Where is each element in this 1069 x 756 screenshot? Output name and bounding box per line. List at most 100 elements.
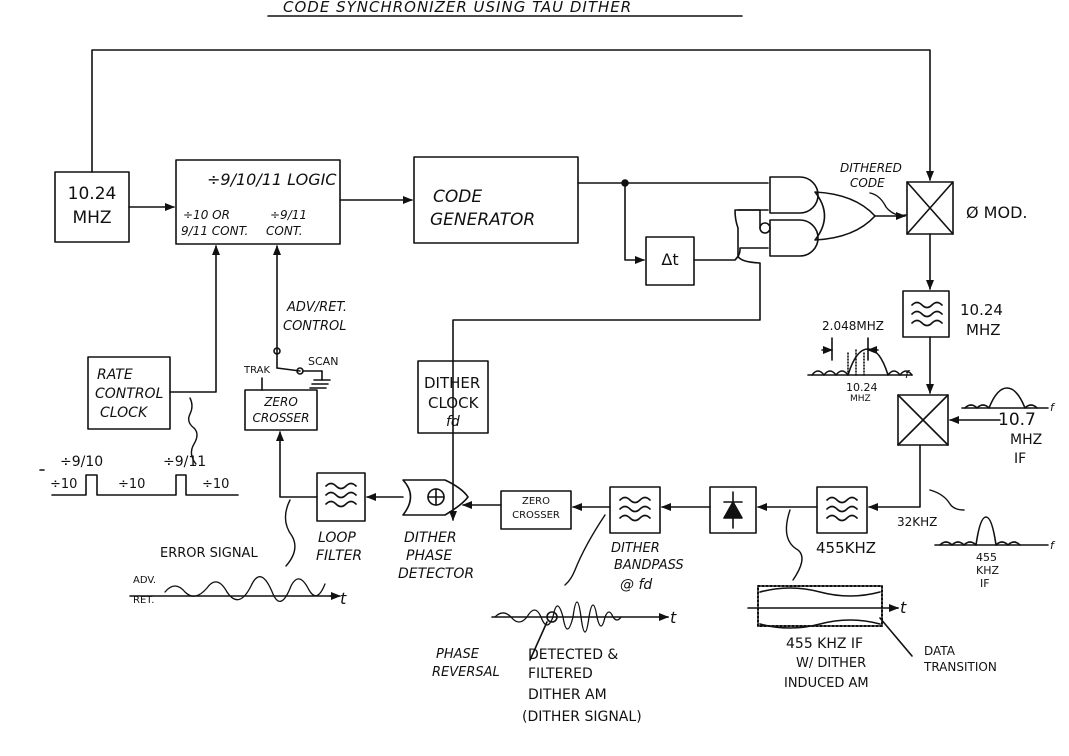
zc1-label-2: CROSSER bbox=[252, 411, 310, 425]
div-10-label-2: ÷10 bbox=[118, 477, 146, 492]
adv-ret-label-2: CONTROL bbox=[283, 319, 347, 334]
and-gate-bottom bbox=[769, 219, 819, 257]
scan-label: SCAN bbox=[308, 355, 339, 368]
detected-label-3: DITHER AM bbox=[528, 687, 607, 703]
dither-clock-label-2: CLOCK bbox=[428, 394, 479, 412]
if-note-label-2: W/ DITHER bbox=[796, 656, 867, 671]
if-waveform bbox=[747, 585, 913, 657]
bpf1-label-1: 10.24 bbox=[960, 301, 1003, 319]
logic-title: ÷9/10/11 LOGIC bbox=[207, 170, 337, 189]
dither-bandpass-block bbox=[609, 486, 661, 534]
spectrum2-label-2: KHZ bbox=[976, 564, 1000, 577]
diagram-title: CODE SYNCHRONIZER USING TAU DITHER bbox=[283, 0, 633, 16]
delay-block bbox=[645, 236, 695, 286]
spectrum-107-sketch bbox=[961, 387, 1049, 409]
error-signal-waveform bbox=[129, 576, 336, 602]
loop-filter-label-2: FILTER bbox=[316, 548, 363, 564]
logic-right-2: CONT. bbox=[266, 224, 303, 238]
inverter-bubble bbox=[759, 222, 771, 234]
or-gate bbox=[814, 191, 876, 241]
phase-modulator-label: Ø MOD. bbox=[966, 203, 1028, 222]
oscillator-block bbox=[54, 171, 130, 243]
spectrum-455-sketch bbox=[934, 516, 1049, 546]
phase-detector-label-1: DITHER bbox=[404, 530, 457, 546]
bandwidth-label: 2.048MHZ bbox=[822, 319, 884, 333]
spectrum1-label-1: 10.24 bbox=[846, 381, 878, 394]
dither-bandpass-label-3: @ fd bbox=[620, 577, 653, 593]
bandpass-filter-455 bbox=[816, 486, 868, 534]
dither-clock-label-1: DITHER bbox=[424, 374, 481, 392]
zc2-label-1: ZERO bbox=[522, 496, 550, 507]
dither-signal-waveform bbox=[491, 601, 669, 661]
lo-label-1: 10.7 bbox=[998, 410, 1036, 430]
adv-ret-label-1: ADV/RET. bbox=[287, 300, 347, 315]
logic-right-1: ÷9/11 bbox=[270, 208, 308, 222]
spectrum-1024-sketch bbox=[807, 337, 913, 376]
spectrum2-f-label: f bbox=[1050, 539, 1054, 552]
detected-label-1: DETECTED & bbox=[528, 647, 619, 663]
code-generator-label-2: GENERATOR bbox=[430, 210, 536, 230]
dithered-code-label-1: DITHERED bbox=[840, 161, 902, 175]
if-note-label-1: 455 KHZ IF bbox=[786, 636, 864, 652]
zc1-label-1: ZERO bbox=[264, 395, 298, 409]
loop-filter-label-1: LOOP bbox=[318, 530, 356, 546]
logic-left-2: 9/11 CONT. bbox=[181, 224, 249, 238]
oscillator-label-1: 10.24 bbox=[67, 184, 117, 204]
phase-detector-label-2: PHASE bbox=[406, 548, 453, 564]
phase-reversal-label-2: REVERSAL bbox=[432, 665, 500, 680]
dither-clock-label-3: fd bbox=[446, 414, 460, 430]
dither-t-label: t bbox=[670, 608, 677, 627]
error-signal-label: ERROR SIGNAL bbox=[160, 546, 258, 561]
if-note-label-3: INDUCED AM bbox=[784, 676, 869, 691]
data-transition-label-1: DATA bbox=[924, 644, 955, 658]
div-910-label: ÷9/10 bbox=[60, 454, 104, 470]
dithered-code-label-2: CODE bbox=[850, 176, 885, 190]
code-generator-label-1: CODE bbox=[433, 187, 483, 207]
zero-crosser-1-block bbox=[244, 389, 318, 431]
if455-label: 455KHZ bbox=[816, 539, 877, 557]
trak-label: TRAK bbox=[244, 365, 271, 376]
lo-label-3: IF bbox=[1014, 451, 1027, 467]
rate-control-clock-block bbox=[87, 356, 171, 430]
spectrum1-label-2: MHZ bbox=[850, 394, 871, 404]
dither-bandpass-label-1: DITHER bbox=[611, 541, 660, 556]
and-gate-top bbox=[769, 176, 819, 214]
delay-label: Δt bbox=[661, 250, 679, 269]
if-t-label: t bbox=[900, 598, 907, 617]
zc2-label-2: CROSSER bbox=[512, 510, 560, 521]
data-transition-label-2: TRANSITION bbox=[924, 660, 997, 674]
zero-crosser-2-block bbox=[500, 490, 572, 530]
phase-reversal-label-1: PHASE bbox=[436, 647, 479, 662]
spectrum1-f-label: f bbox=[905, 368, 909, 381]
dither-bandpass-label-2: BANDPASS bbox=[614, 558, 684, 573]
phase-detector-gate bbox=[402, 479, 469, 516]
div-10-label-1: ÷10 bbox=[50, 477, 78, 492]
spectrum-lo-f-label: f bbox=[1050, 401, 1054, 414]
rate-waveform bbox=[39, 469, 239, 496]
detected-label-4: (DITHER SIGNAL) bbox=[522, 709, 642, 725]
adv-label: ADV. bbox=[133, 575, 157, 586]
div-911-label: ÷9/11 bbox=[163, 454, 207, 470]
bpf1-label-2: MHZ bbox=[966, 321, 1001, 339]
bw2-label: 32KHZ bbox=[897, 515, 938, 529]
spectrum2-label-1: 455 bbox=[976, 551, 997, 564]
spectrum2-label-3: IF bbox=[980, 577, 990, 590]
ret-label: RET. bbox=[133, 595, 155, 606]
logic-left-1: ÷10 OR bbox=[183, 208, 230, 222]
lo-label-2: MHZ bbox=[1010, 432, 1043, 448]
mixer-block bbox=[897, 394, 949, 446]
rate-label-1: RATE bbox=[97, 367, 133, 383]
rate-label-3: CLOCK bbox=[100, 405, 148, 421]
rate-label-2: CONTROL bbox=[95, 386, 164, 402]
detected-label-2: FILTERED bbox=[528, 666, 593, 682]
divider-logic-block bbox=[175, 159, 341, 245]
error-t-label: t bbox=[340, 589, 347, 608]
bandpass-filter-1024 bbox=[902, 290, 950, 338]
oscillator-label-2: MHZ bbox=[72, 208, 112, 228]
div-10-label-3: ÷10 bbox=[202, 477, 230, 492]
detector-block bbox=[709, 486, 757, 534]
phase-detector-label-3: DETECTOR bbox=[398, 566, 475, 582]
code-generator-block bbox=[413, 156, 579, 244]
